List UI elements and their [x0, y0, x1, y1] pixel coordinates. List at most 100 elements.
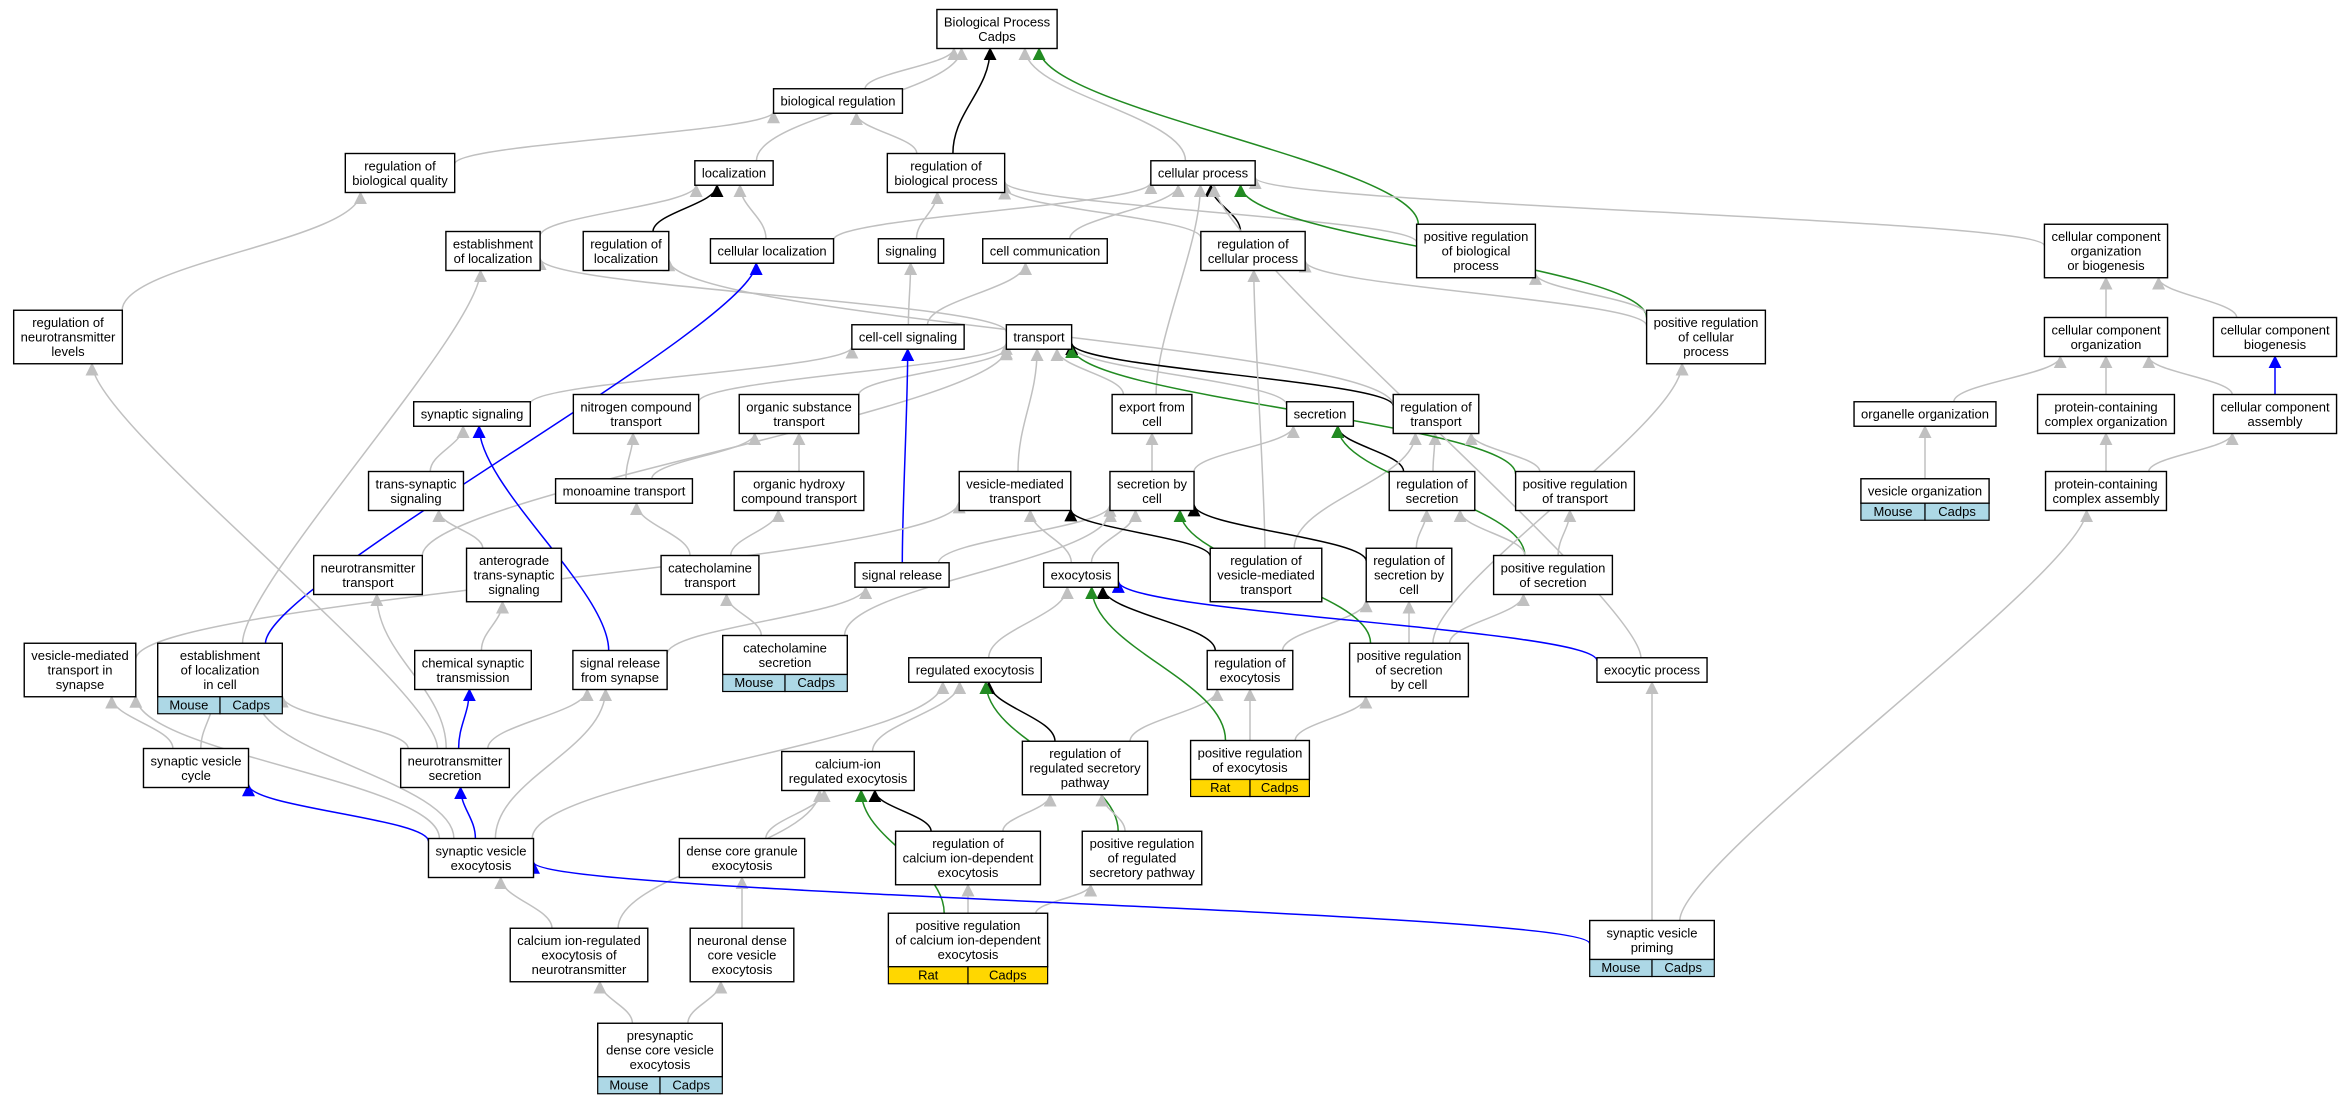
edge-sigrelsyn-to-sigrel: [666, 586, 873, 655]
edge-is-a-line: [1679, 509, 2094, 921]
node-label-line: transport: [342, 575, 394, 590]
edge-secretion-to-transport: [1065, 344, 1288, 406]
node-cellloc[interactable]: cellular localization: [709, 238, 835, 264]
node-box: [1209, 547, 1323, 603]
tag-cadps-label: Cadps: [989, 967, 1027, 982]
node-label-line: process: [1453, 258, 1499, 273]
node-bioreg[interactable]: biological regulation: [772, 88, 904, 114]
node-label-line: positive regulation: [1357, 648, 1462, 663]
node-label-line: dense core vesicle: [606, 1043, 714, 1058]
node-monoamine[interactable]: monoamine transport: [554, 478, 694, 504]
node-local[interactable]: localization: [694, 160, 774, 186]
node-label-line: protein-containing: [2054, 476, 2157, 491]
node-regexo[interactable]: regulated exocytosis: [908, 657, 1042, 683]
edge-regrsp-to-regexo: [982, 681, 1056, 742]
edge-is-a-line: [1298, 259, 1648, 327]
node-organorg[interactable]: organelle organization: [1853, 401, 1997, 427]
edge-is-a-line: [1249, 176, 2046, 247]
node-transport[interactable]: transport: [1005, 324, 1073, 350]
node-box: [344, 152, 456, 194]
node-cellcomm[interactable]: cell communication: [982, 238, 1108, 264]
node-ccsig[interactable]: cell-cell signaling: [851, 324, 965, 350]
node-synsig[interactable]: synaptic signaling: [412, 401, 532, 427]
node-label-line: transport: [610, 414, 662, 429]
edge-regtrans-to-transport: [1065, 342, 1394, 407]
node-label-line: organization: [2071, 244, 2142, 259]
node-label-line: exocytosis: [938, 947, 999, 962]
node-label-line: or biogenesis: [2067, 258, 2145, 273]
node-label-line: regulation of: [1049, 746, 1121, 761]
node-exoproc[interactable]: exocytic process: [1596, 657, 1708, 683]
node-exocytosis[interactable]: exocytosis: [1042, 562, 1120, 588]
edge-positively-regulates-line: [1032, 47, 1420, 225]
edge-is-a-line: [729, 509, 785, 556]
edge-regsecbc-to-secbycell: [1187, 503, 1367, 562]
edge-regvmt-to-vesmed: [1064, 508, 1211, 557]
node-signaling[interactable]: signaling: [877, 238, 945, 264]
node-secretion[interactable]: secretion: [1285, 401, 1355, 427]
node-cellproc[interactable]: cellular process: [1150, 160, 1256, 186]
edge-part-of-line: [652, 184, 724, 232]
node-box: [1042, 562, 1120, 588]
edge-posregtrans-to-regtrans: [1464, 432, 1541, 472]
node-label-line: synaptic vesicle: [150, 753, 241, 768]
node-box: [887, 912, 1049, 968]
node-sigrel[interactable]: signal release: [854, 562, 950, 588]
edge-is-a-line: [370, 593, 447, 749]
edge-posregbp-to-root: [1032, 47, 1420, 225]
